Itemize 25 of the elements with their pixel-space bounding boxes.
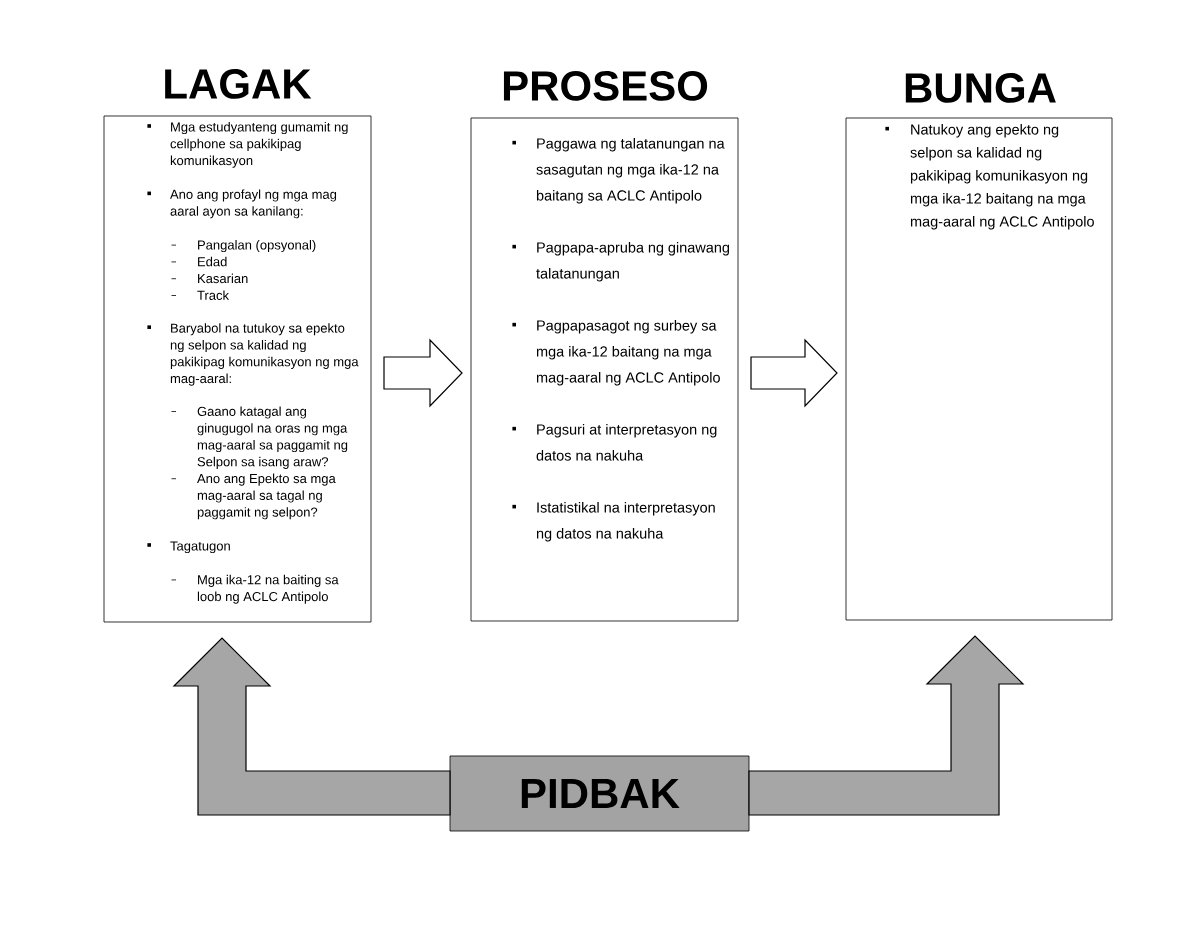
list-item: Pagpapasagot ng surbey sa mga ika-12 baitang na mga mag-aaral ng ACLC Antipolo (512, 320, 720, 386)
list-item: Tagatugon (147, 541, 230, 554)
column-heading: PROSESO (503, 71, 708, 101)
list-item: Istatistikal na interpretasyon ng datos na nakuha (512, 502, 715, 542)
feedback-arrow (748, 635, 1025, 816)
list-item: Mga ika-12 na baiting sa loob ng ACLC Antipolo (171, 574, 339, 604)
list-item: Baryabol na tutukoy sa epekto ng selpon sa kalidad ng pakikipag komunikasyon ng mga mag-aaral: (147, 323, 359, 386)
list-item: Pagsuri at interpretasyon ng datos na nakuha (512, 424, 717, 461)
list-item: Ano ang Epekto sa mga mag-aaral sa tagal ng paggamit ng selpon? (171, 473, 336, 520)
list-item: Pagpapa-apruba ng ginawang talatanungan (512, 242, 730, 282)
column-heading: LAGAK (165, 69, 312, 99)
list-item: Kasarian (171, 273, 248, 284)
feedback-box: PIDBAK (449, 755, 750, 832)
list-item: Paggawa ng talatanungan na sasagutan ng mga ika-12 na baitang sa ACLC Antipolo (512, 138, 725, 204)
block-arrow (750, 338, 838, 408)
feedback-arrow (172, 637, 451, 816)
list-item: Edad (171, 256, 227, 267)
list-item: Natukoy ang epekto ng selpon sa kalidad ng pakikipag komunikasyon ng mga ika-12 baitang na mga mag-aaral ng ACLC Antipolo (885, 124, 1094, 230)
list-item: Track (171, 290, 230, 300)
block-arrow (383, 338, 463, 408)
list-item: Gaano katagal ang ginugugol na oras ng mga mag-aaral sa paggamit ng Selpon sa isang araw? (171, 406, 348, 469)
list-item: Ano ang profayl ng mga mag aaral ayon sa kanilang: (147, 189, 337, 219)
list-item: Pangalan (opsyonal) (171, 240, 316, 253)
list-item: Mga estudyanteng gumamit ng cellphone sa pakikipag komunikasyon (147, 122, 348, 168)
column-heading: BUNGA (905, 73, 1056, 103)
